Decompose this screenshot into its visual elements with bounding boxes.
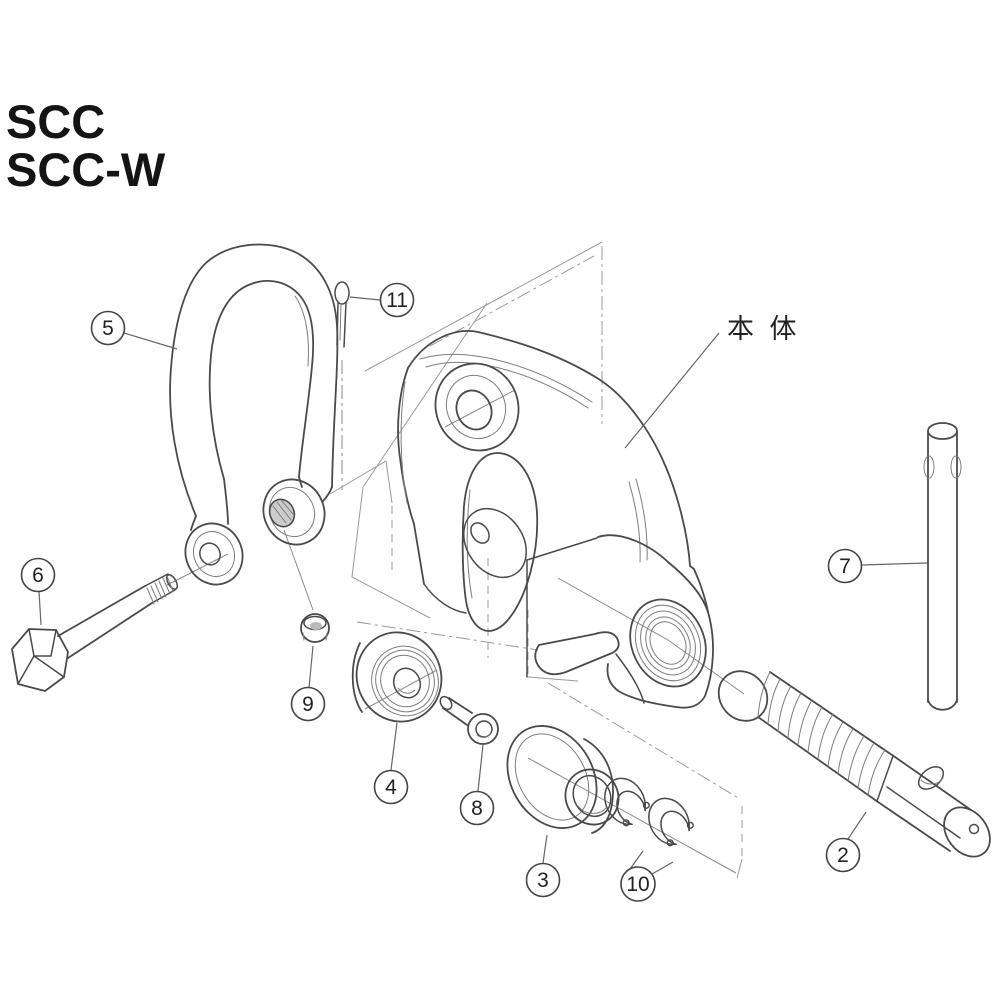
callout-number: 2: [837, 844, 849, 867]
part-socket-screw: [439, 695, 499, 745]
callout-8: 8: [459, 790, 495, 826]
part-hex-bolt: [11, 573, 179, 692]
callout-number: 10: [626, 873, 649, 896]
callout-2: 2: [825, 837, 861, 873]
callout-number: 8: [471, 797, 483, 820]
callout-11: 11: [379, 282, 415, 318]
model-title-1: SCC: [6, 95, 105, 148]
part-roller: [351, 631, 443, 723]
callout-number: 3: [537, 869, 549, 892]
shackle-pin-hole-hatched: [268, 498, 296, 528]
callout-circle: [620, 866, 656, 902]
main-body-label: 本 体: [727, 314, 801, 344]
callout-circle: [90, 310, 126, 346]
part-shackle: [169, 243, 339, 586]
callout-circle: [373, 769, 409, 805]
part-cotter-pin: [334, 281, 350, 348]
callout-circle: [459, 790, 495, 826]
callout-circle: [525, 862, 561, 898]
callout-4: 4: [373, 769, 409, 805]
model-title-2: SCC-W: [6, 143, 166, 196]
callout-3: 3: [525, 862, 561, 898]
callout-10: 10: [620, 866, 656, 902]
callout-number: 4: [385, 776, 397, 799]
leader-lines: [38, 296, 928, 875]
callout-9: 9: [290, 686, 326, 722]
callout-number: 6: [32, 564, 44, 587]
callout-circle: [290, 686, 326, 722]
part-main-body: [397, 330, 714, 709]
callout-circle: [827, 548, 863, 584]
part-snap-rings: [604, 777, 694, 847]
callout-7: 7: [827, 548, 863, 584]
callout-6: 6: [20, 557, 56, 593]
part-handle-bar: [923, 422, 962, 711]
callout-circle: [379, 282, 415, 318]
title-block: SCC SCC-W: [6, 95, 166, 196]
callout-number: 5: [102, 317, 114, 340]
part-screw-spindle: [717, 670, 991, 858]
callout-circle: [825, 837, 861, 873]
part-pad-bushing: [506, 725, 620, 834]
callout-circle: [20, 557, 56, 593]
callout-5: 5: [90, 310, 126, 346]
callout-number: 11: [386, 289, 408, 312]
phantom-plate-lines: [329, 241, 743, 879]
callout-number: 9: [302, 693, 314, 716]
center-axis-lines: [166, 360, 745, 874]
callout-number: 7: [839, 555, 851, 578]
part-nut: [300, 613, 330, 643]
